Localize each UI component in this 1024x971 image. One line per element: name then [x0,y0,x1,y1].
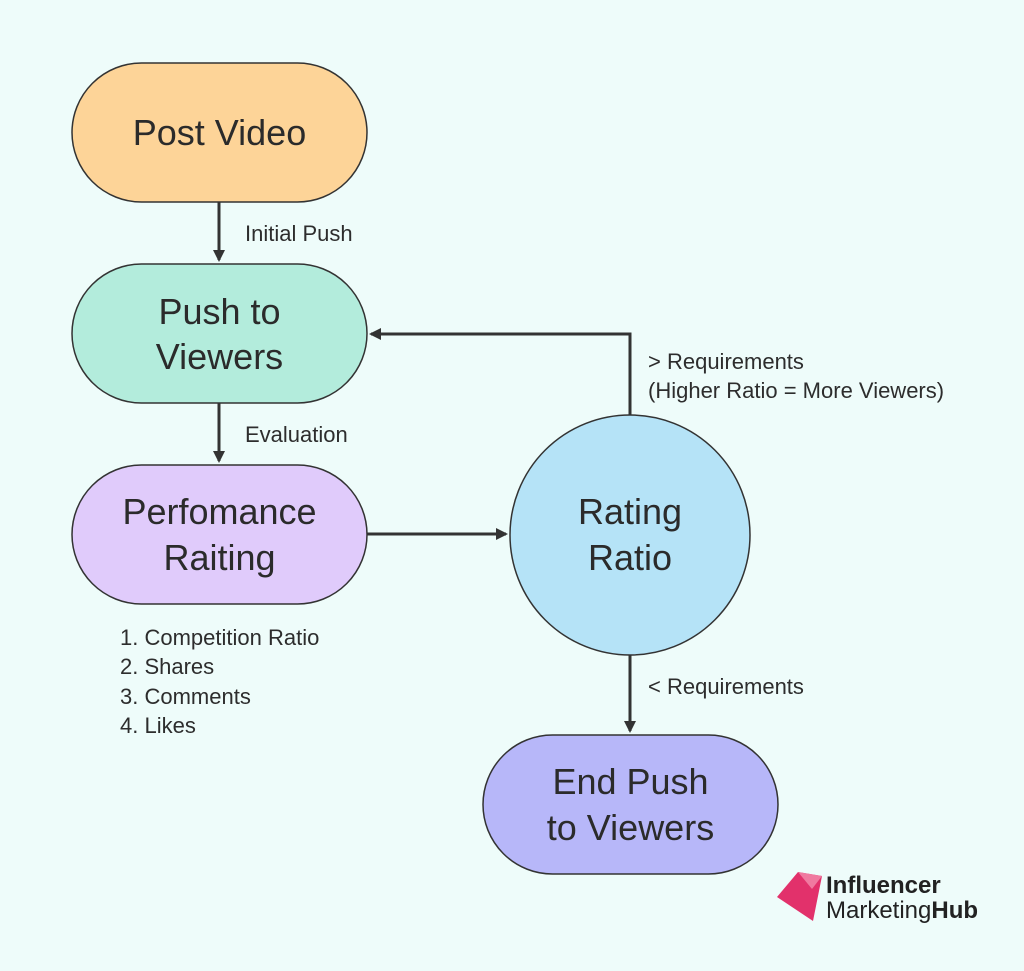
node-post-video-label: Post Video [133,112,306,153]
edge-label-evaluation: Evaluation [245,422,348,447]
edge-label-greater-requirements: > Requirements [648,349,804,374]
node-rating-ratio-label-line2: Ratio [588,537,672,578]
edge-labels: Initial Push Evaluation > Requirements (… [245,221,944,699]
logo-line1: Influencer [826,872,941,899]
node-post-video: Post Video [71,62,368,203]
edge-label-initial-push: Initial Push [245,221,353,246]
node-performance-rating-label-line2: Raiting [163,537,275,578]
logo-line2: MarketingHub [826,897,978,924]
criteria-item: 2. Shares [120,654,214,679]
node-performance-rating-shape [71,464,368,605]
node-end-push-label-line1: End Push [552,761,708,802]
connectors [213,202,636,733]
influencer-marketing-hub-logo: Influencer MarketingHub [777,872,978,924]
node-push-to-viewers-label-line2: Viewers [156,336,283,377]
node-rating-ratio: Rating Ratio [509,414,751,656]
node-end-push-shape [482,734,779,875]
logo-line2-part1: Marketing [826,897,931,924]
node-push-to-viewers-label-line1: Push to [158,291,280,332]
node-push-to-viewers-shape [71,263,368,404]
node-end-push-label-line2: to Viewers [547,807,714,848]
logo-line2-part2: Hub [931,897,978,924]
logo-mark-icon [777,872,822,921]
node-push-to-viewers: Push to Viewers [71,263,368,404]
edge-label-greater-requirements-note: (Higher Ratio = More Viewers) [648,378,944,403]
node-performance-rating: Perfomance Raiting [71,464,368,605]
edge-label-less-requirements: < Requirements [648,674,804,699]
node-rating-ratio-label-line1: Rating [578,491,682,532]
criteria-item: 1. Competition Ratio [120,625,319,650]
node-rating-ratio-shape [509,414,751,656]
node-end-push: End Push to Viewers [482,734,779,875]
criteria-item: 3. Comments [120,684,251,709]
node-post-video-shape [71,62,368,203]
criteria-list: 1. Competition Ratio 2. Shares 3. Commen… [120,625,319,738]
node-performance-rating-label-line1: Perfomance [122,491,316,532]
criteria-item: 4. Likes [120,713,196,738]
arrow-ratio-to-push [369,328,632,415]
